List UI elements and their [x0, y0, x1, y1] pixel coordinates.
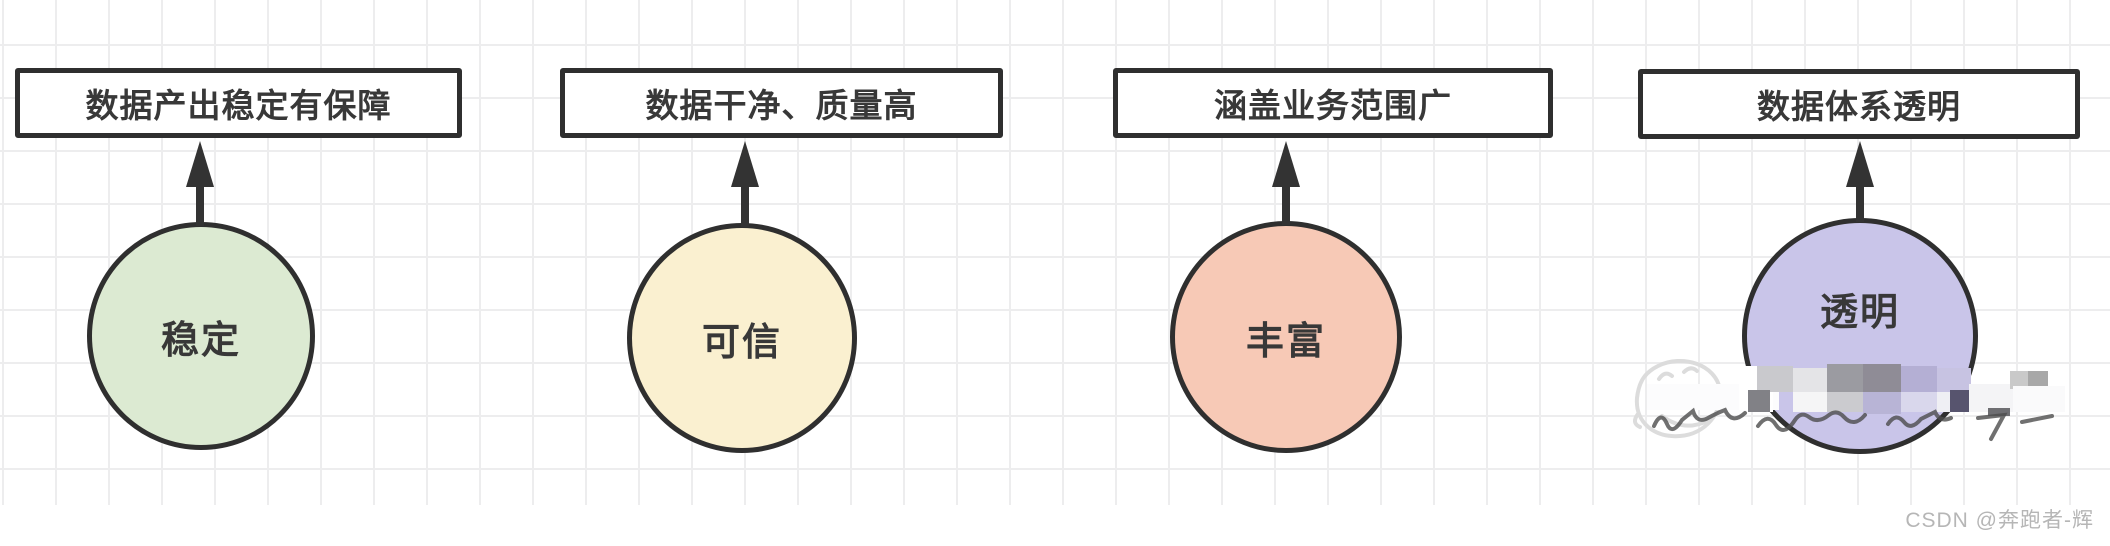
circle-trusted-text: 可信	[701, 321, 782, 364]
circle-stable-text: 稳定	[160, 319, 241, 362]
mosaic-block	[1937, 368, 1971, 392]
arrow-stem	[196, 184, 204, 226]
arrow-up-icon	[1846, 141, 1874, 187]
mosaic-block	[1901, 366, 1937, 392]
arrow-up-icon	[1272, 141, 1300, 187]
label-box-transparent: 数据体系透明	[1638, 69, 2080, 139]
mosaic-block	[1748, 390, 1770, 412]
label-box-rich: 涵盖业务范围广	[1113, 68, 1553, 138]
label-box-rich-text: 涵盖业务范围广	[1214, 87, 1452, 124]
mosaic-block	[1793, 368, 1827, 392]
mosaic-block	[1969, 384, 2015, 412]
mosaic-block	[1827, 364, 1863, 392]
circle-transparent-text: 透明	[1819, 291, 1900, 334]
label-box-trusted: 数据干净、质量高	[560, 68, 1003, 138]
circle-trusted: 可信	[627, 223, 857, 453]
label-box-stable: 数据产出稳定有保障	[15, 68, 462, 138]
mosaic-block	[1757, 366, 1793, 392]
mosaic-block	[1863, 364, 1901, 392]
arrow-up-icon	[186, 141, 214, 187]
mosaic-block	[1863, 392, 1901, 414]
circle-stable: 稳定	[87, 222, 315, 450]
circle-rich-text: 丰富	[1245, 320, 1326, 363]
label-box-stable-text: 数据产出稳定有保障	[85, 87, 392, 124]
mosaic-block	[2028, 371, 2048, 389]
mosaic-block	[1950, 390, 1970, 412]
mosaic-block	[2013, 386, 2065, 412]
csdn-watermark-text: CSDN @奔跑者-辉	[1905, 509, 2094, 532]
mosaic-block	[1827, 392, 1863, 412]
mosaic-block	[2010, 371, 2028, 389]
mosaic-block	[1901, 392, 1937, 412]
circle-rich: 丰富	[1170, 221, 1402, 453]
mosaic-block	[1793, 392, 1827, 412]
label-box-transparent-text: 数据体系透明	[1757, 88, 1961, 125]
arrow-stem	[741, 184, 749, 227]
arrow-up-icon	[731, 141, 759, 187]
signature-scribble	[1652, 407, 2054, 441]
mosaic-block	[1988, 408, 2010, 416]
arrow-stem	[1282, 184, 1290, 225]
label-box-trusted-text: 数据干净、质量高	[645, 87, 918, 124]
arrow-stem	[1856, 184, 1864, 222]
